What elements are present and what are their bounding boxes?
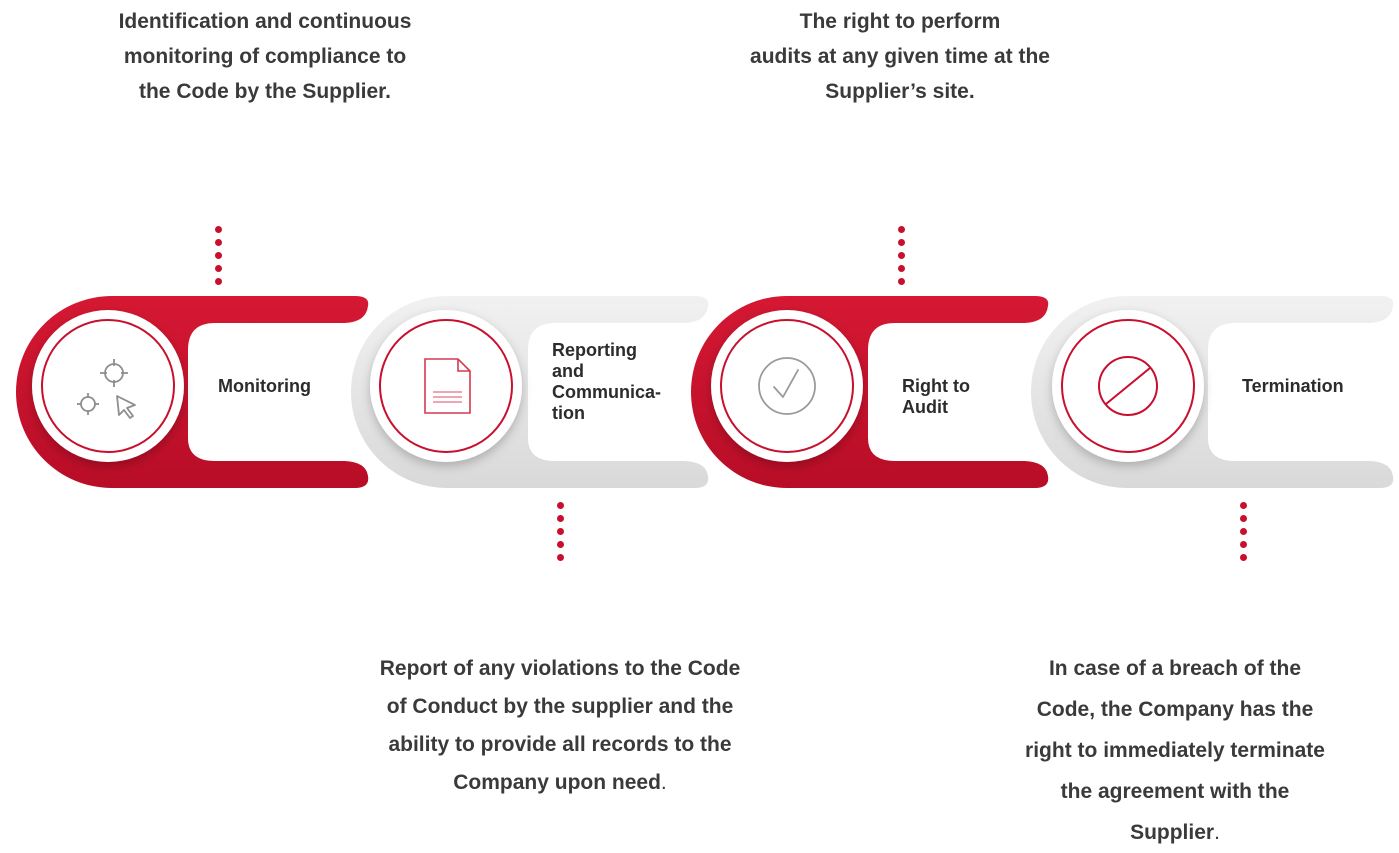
connector-dots-monitoring (215, 226, 223, 291)
step-label-audit: Right to Audit (902, 376, 970, 418)
label-line: Right to (902, 376, 970, 396)
label-line: Termination (1242, 376, 1344, 396)
connector-dots-reporting (557, 502, 565, 567)
step-description-monitoring: Identification and continuous monitoring… (55, 4, 475, 109)
description-line: Report of any violations to the Code (379, 657, 741, 680)
description-line-text: Company upon need (453, 771, 661, 794)
description-line: audits at any given time at the (750, 45, 1050, 68)
description-line: Supplier. (960, 812, 1390, 853)
description-line: Supplier’s site. (825, 80, 975, 103)
description-line: the agreement with the (1060, 780, 1290, 803)
description-line: of Conduct by the supplier and the (386, 695, 734, 718)
icon-circle-monitoring (32, 310, 184, 462)
description-line: Company upon need. (330, 764, 790, 802)
icon-circle-audit (711, 310, 863, 462)
step-label-monitoring: Monitoring (218, 376, 311, 397)
label-line: Communica- (552, 382, 662, 402)
document-icon (424, 358, 471, 414)
step-description-audit: The right to perform audits at any given… (680, 4, 1120, 109)
connector-dots-termination (1240, 502, 1248, 567)
checkmark-icon (758, 357, 816, 415)
targets-cursor-icon (77, 359, 136, 419)
description-line: In case of a breach of the (1048, 657, 1302, 680)
description-line: ability to provide all records to the (388, 733, 732, 756)
connector-dots-audit (898, 226, 906, 291)
step-description-reporting: Report of any violations to the Code of … (330, 650, 790, 802)
description-line: Identification and continuous (118, 10, 412, 33)
step-label-termination: Termination (1242, 376, 1344, 397)
description-line: right to immediately terminate (1025, 739, 1325, 762)
description-line: monitoring of compliance to (123, 45, 407, 68)
label-line: Audit (902, 397, 948, 417)
description-line: the Code by the Supplier. (138, 80, 392, 103)
label-line: and (552, 361, 585, 381)
description-line: The right to perform (799, 10, 1001, 33)
description-line: Code, the Company has the (1036, 698, 1314, 721)
label-line: Reporting (552, 340, 637, 360)
label-line: Monitoring (218, 376, 311, 396)
step-description-termination: In case of a breach of the Code, the Com… (960, 648, 1390, 853)
description-trailing-period: . (660, 771, 667, 794)
description-line-text: Supplier (1130, 821, 1215, 844)
prohibition-icon (1098, 356, 1158, 416)
description-trailing-period: . (1214, 821, 1220, 844)
label-line: tion (552, 403, 585, 423)
step-label-reporting: Reporting and Communica- tion (552, 340, 661, 424)
icon-circle-reporting (370, 310, 522, 462)
